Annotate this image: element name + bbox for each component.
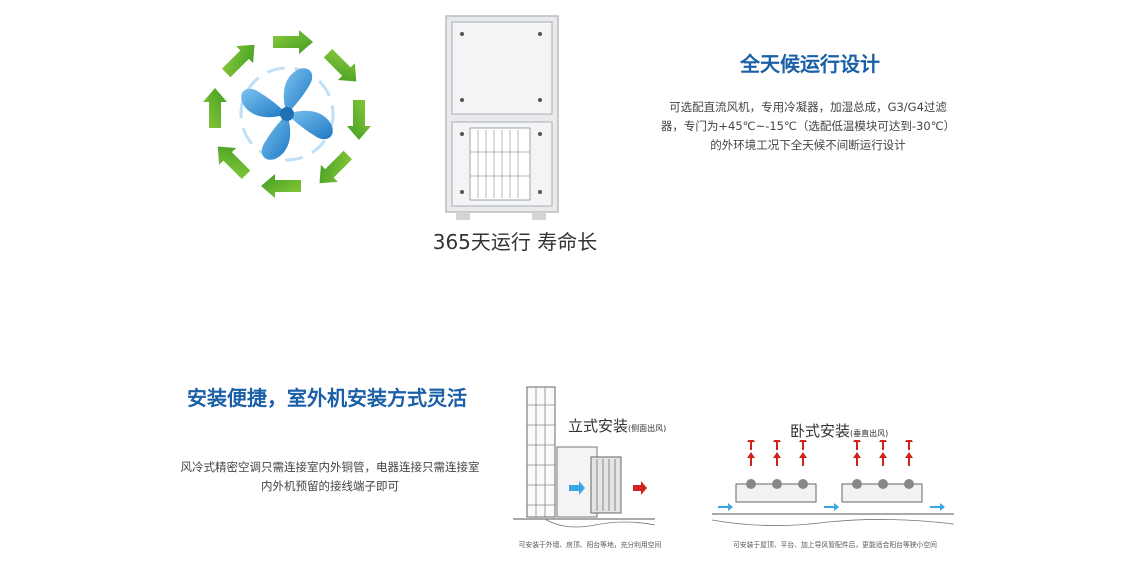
rotation-arrows-icon: [203, 30, 371, 198]
horizontal-label-text: 卧式安装: [790, 422, 851, 440]
upright-label-text: 立式安装: [568, 417, 629, 435]
upright-installation-diagram: [505, 385, 685, 535]
outdoor-unit-icon: [436, 12, 566, 222]
section-title-installation: 安装便捷，室外机安装方式灵活: [187, 386, 467, 410]
upright-installation-label: 立式安装(侧面出风): [568, 415, 666, 436]
horizontal-installation-label: 卧式安装(垂直出风): [790, 420, 888, 441]
horizontal-installation-diagram: [708, 436, 958, 535]
runtime-caption: 365天运行 寿命长: [432, 230, 598, 254]
section-description-all-weather: 可选配直流风机，专用冷凝器，加湿总成，G3/G4过滤器，专门为+45℃~-15℃…: [660, 100, 956, 152]
upright-label-note: (侧面出风): [628, 424, 667, 433]
section-title-all-weather: 全天候运行设计: [740, 52, 880, 76]
horizontal-label-note: (垂直出风): [850, 429, 889, 438]
fan-icon: [202, 30, 372, 198]
section-description-installation: 风冷式精密空调只需连接室内外铜管，电器连接只需连接室内外机预留的接线端子即可: [180, 460, 480, 493]
horizontal-installation-note: 可安装于屋顶、平台、加上导风管配件后，更能适合阳台等狭小空间: [733, 541, 937, 549]
upright-installation-note: 可安装于外墙、房顶、阳台等地，充分利用空间: [518, 541, 662, 549]
